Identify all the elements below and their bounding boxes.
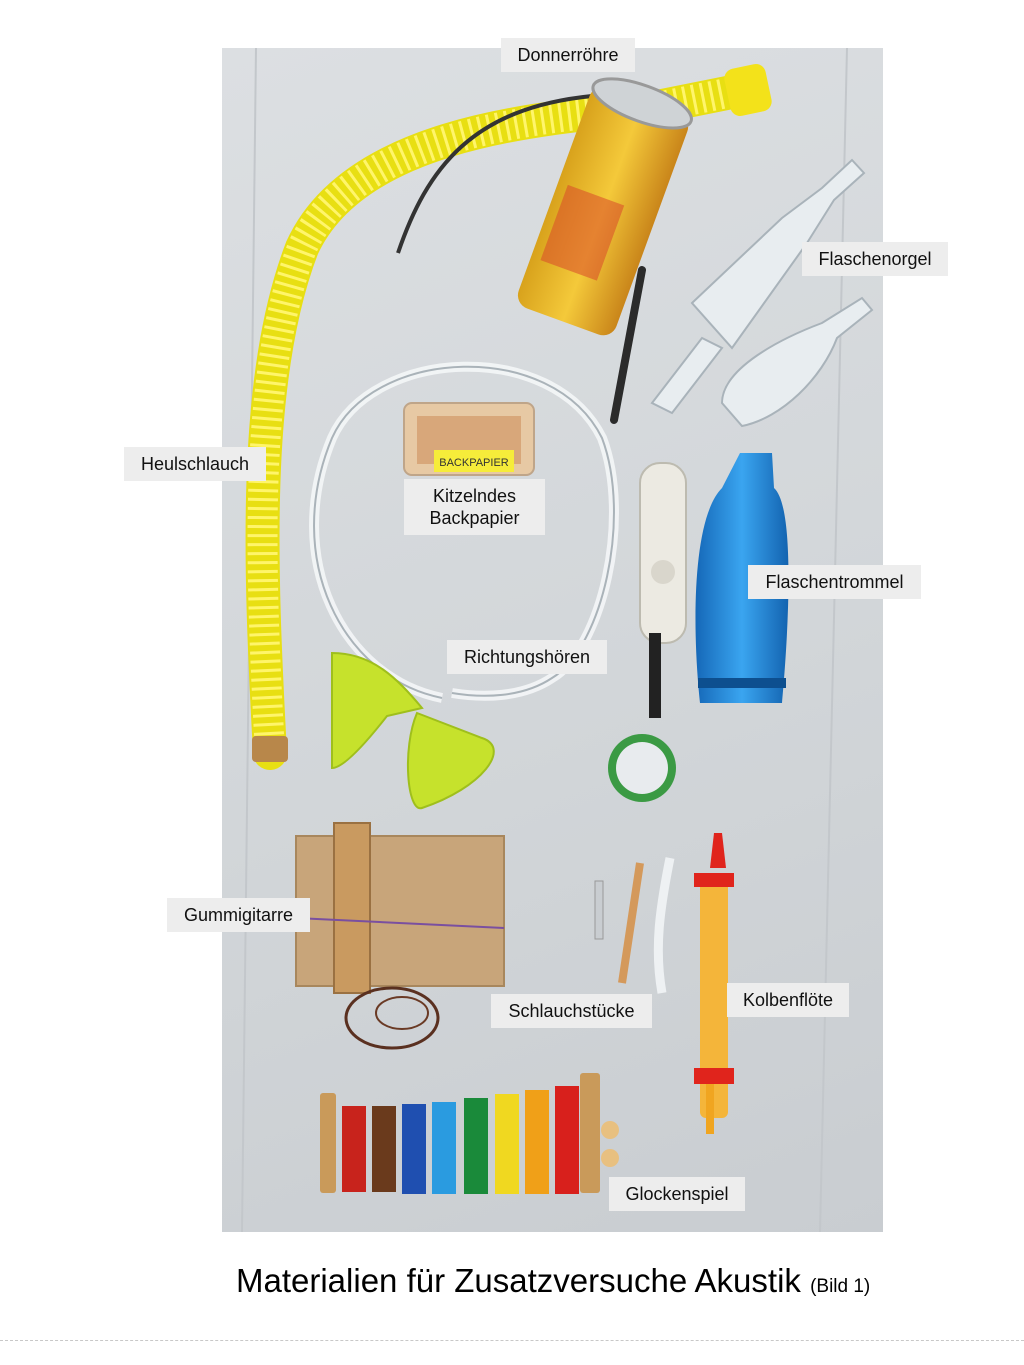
- label-glockenspiel: Glockenspiel: [609, 1177, 745, 1211]
- thunder-tube-can: [517, 77, 693, 336]
- label-flaschentrommel: Flaschentrommel: [748, 565, 921, 599]
- lighter: [639, 462, 687, 718]
- label-kitzelndes-backpapier: Kitzelndes Backpapier: [404, 479, 545, 535]
- caption-main: Materialien für Zusatzversuche Akustik: [236, 1262, 801, 1299]
- baking-paper-box: BACKPAPIER: [403, 402, 535, 476]
- backpapier-tag: [434, 450, 514, 472]
- footer-divider: [0, 1340, 1024, 1341]
- backpapier-tag-text: BACKPAPIER: [439, 457, 509, 469]
- label-donnerroehre: Donnerröhre: [501, 38, 635, 72]
- photo-illustration: BACKPAPIER: [241, 48, 874, 1232]
- label-kitzelndes-line2: Backpapier: [429, 508, 520, 528]
- green-funnels: [331, 651, 495, 810]
- label-heulschlauch: Heulschlauch: [124, 447, 266, 481]
- rubber-band-box: [295, 822, 505, 1050]
- label-schlauchstuecke: Schlauchstücke: [491, 994, 652, 1028]
- label-gummigitarre: Gummigitarre: [167, 898, 310, 932]
- blue-bottle: [695, 453, 789, 703]
- clear-tube-edge: [313, 365, 615, 699]
- caption-suffix: (Bild 1): [810, 1276, 871, 1297]
- tube-pieces: [594, 857, 675, 994]
- table-seam: [819, 48, 848, 1232]
- glass-bottles: [650, 158, 874, 428]
- glockenspiel: [320, 1073, 619, 1194]
- label-flaschenorgel: Flaschenorgel: [802, 242, 948, 276]
- slide-whistle: [694, 833, 734, 1134]
- slide-caption: Materialien für Zusatzversuche Akustik (…: [236, 1262, 870, 1300]
- yellow-hose: [245, 64, 772, 770]
- label-kolbenfloete: Kolbenflöte: [727, 983, 849, 1017]
- materials-photo: BACKPAPIER: [222, 48, 883, 1232]
- label-kitzelndes-line1: Kitzelndes: [432, 486, 517, 506]
- tealight: [608, 734, 676, 802]
- label-richtungshoeren: Richtungshören: [447, 640, 607, 674]
- black-straw: [610, 266, 646, 424]
- cork: [252, 736, 288, 762]
